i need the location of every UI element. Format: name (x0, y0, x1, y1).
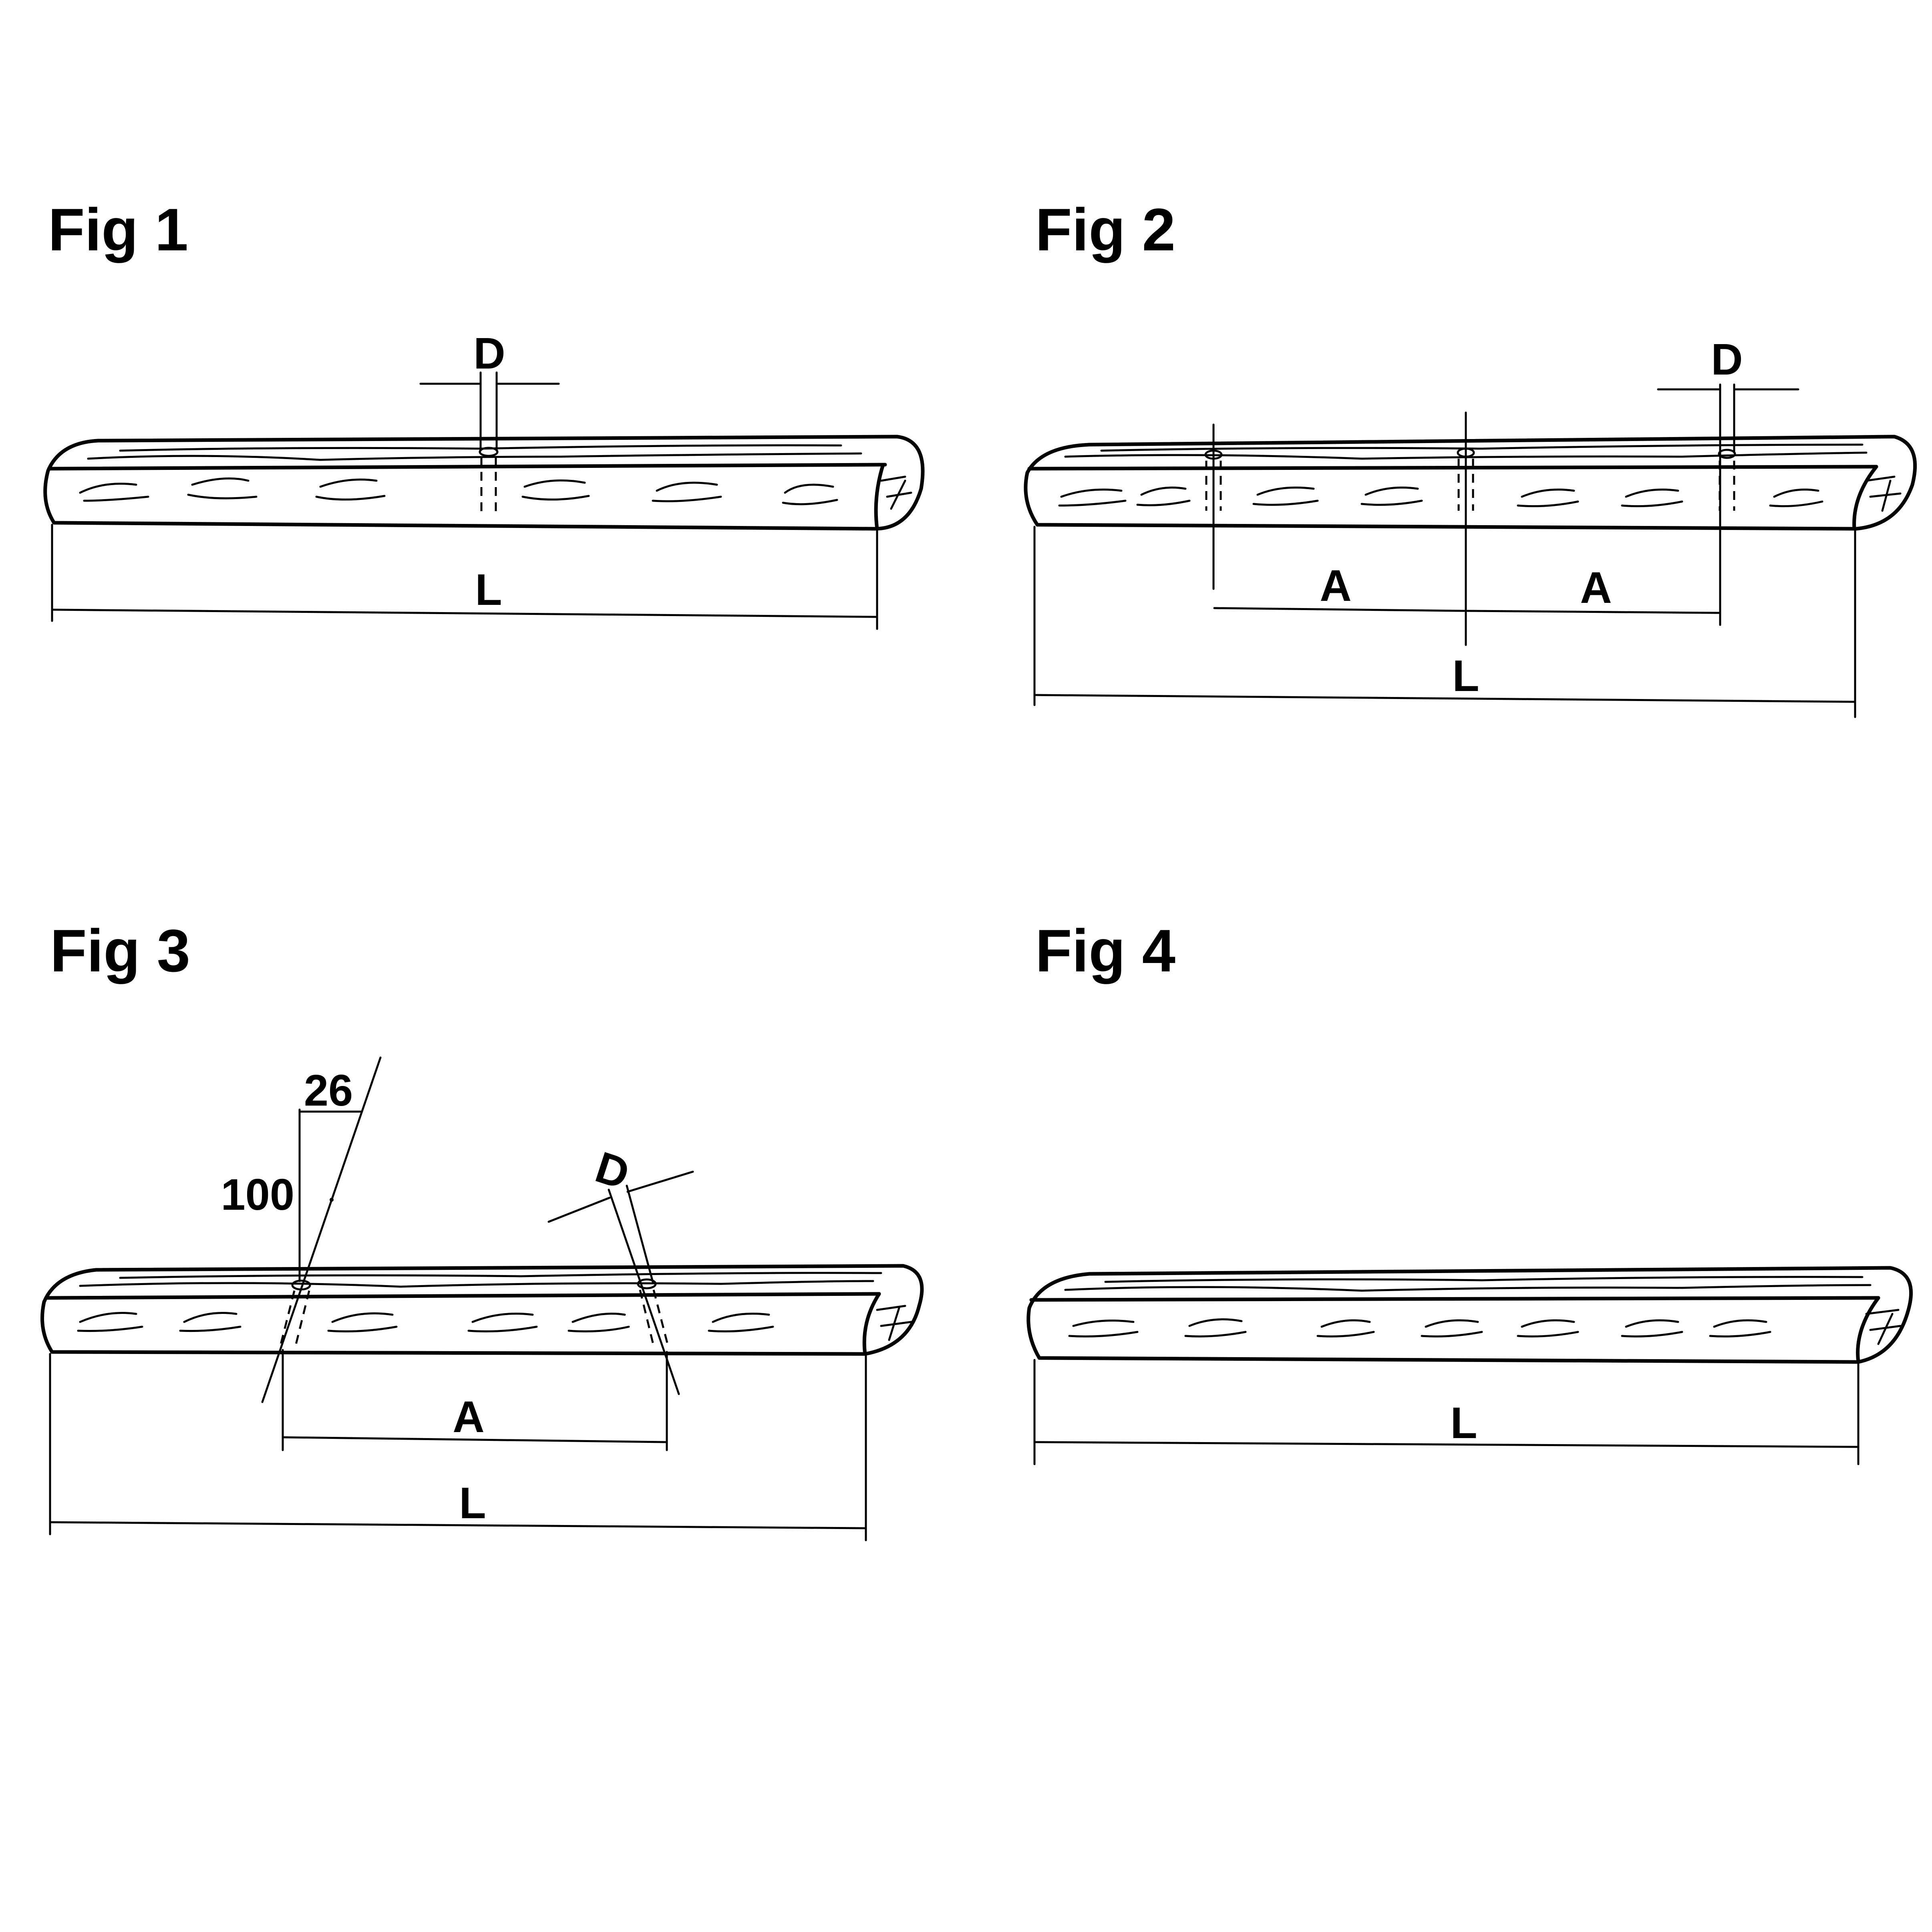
figure-2-d-label: D (1711, 335, 1743, 384)
figure-3-angle-reference: 26 100 (221, 1056, 382, 1403)
figure-1-d-label: D (473, 329, 505, 378)
figure-4-l-label: L (1450, 1398, 1477, 1448)
figure-1-drill-hole (479, 371, 499, 513)
figure-2-a-dimensions: A A (1213, 561, 1720, 614)
figure-3-rise-label: 100 (221, 1170, 294, 1219)
figure-2: Fig 2 (1024, 196, 1917, 718)
figure-1-title: Fig 1 (48, 196, 188, 263)
figure-3-l-dimension: L (49, 1353, 867, 1541)
figure-2-d-dimension: D (1657, 335, 1799, 391)
figure-4-title: Fig 4 (1035, 917, 1175, 984)
figure-4: Fig 4 L (1026, 917, 1913, 1465)
figure-3-hole-2 (608, 1185, 680, 1451)
figure-1: Fig 1 D (43, 196, 925, 630)
figure-2-hole-2 (1457, 411, 1475, 646)
figure-4-l-dimension: L (1033, 1359, 1860, 1465)
figure-1-l-label: L (475, 565, 502, 614)
figure-2-l-label: L (1452, 651, 1479, 701)
figure-2-title: Fig 2 (1035, 196, 1175, 263)
figure-2-a1-label: A (1320, 561, 1351, 610)
figure-2-hole-3 (1718, 383, 1736, 626)
figure-2-beam (1024, 435, 1917, 531)
figure-1-d-dimension: D (419, 329, 560, 385)
figure-1-l-dimension: L (51, 524, 878, 630)
figure-3-l-label: L (459, 1479, 486, 1528)
figure-2-a2-label: A (1580, 563, 1612, 612)
figure-3-d-dimension: D (547, 1142, 694, 1223)
figure-3-title: Fig 3 (50, 917, 190, 984)
figure-3-a-dimension: A (282, 1392, 667, 1443)
figure-3-run-label: 26 (304, 1066, 353, 1115)
figure-3-beam (40, 1264, 924, 1356)
figure-1-beam (43, 435, 925, 531)
figure-4-beam (1026, 1266, 1913, 1364)
figure-3-a-label: A (453, 1392, 484, 1442)
figure-3-hole-1 (279, 1279, 311, 1451)
figure-3: Fig 3 26 100 (40, 917, 924, 1541)
figure-2-l-dimension: L (1033, 526, 1856, 718)
figure-2-hole-1 (1204, 423, 1223, 590)
